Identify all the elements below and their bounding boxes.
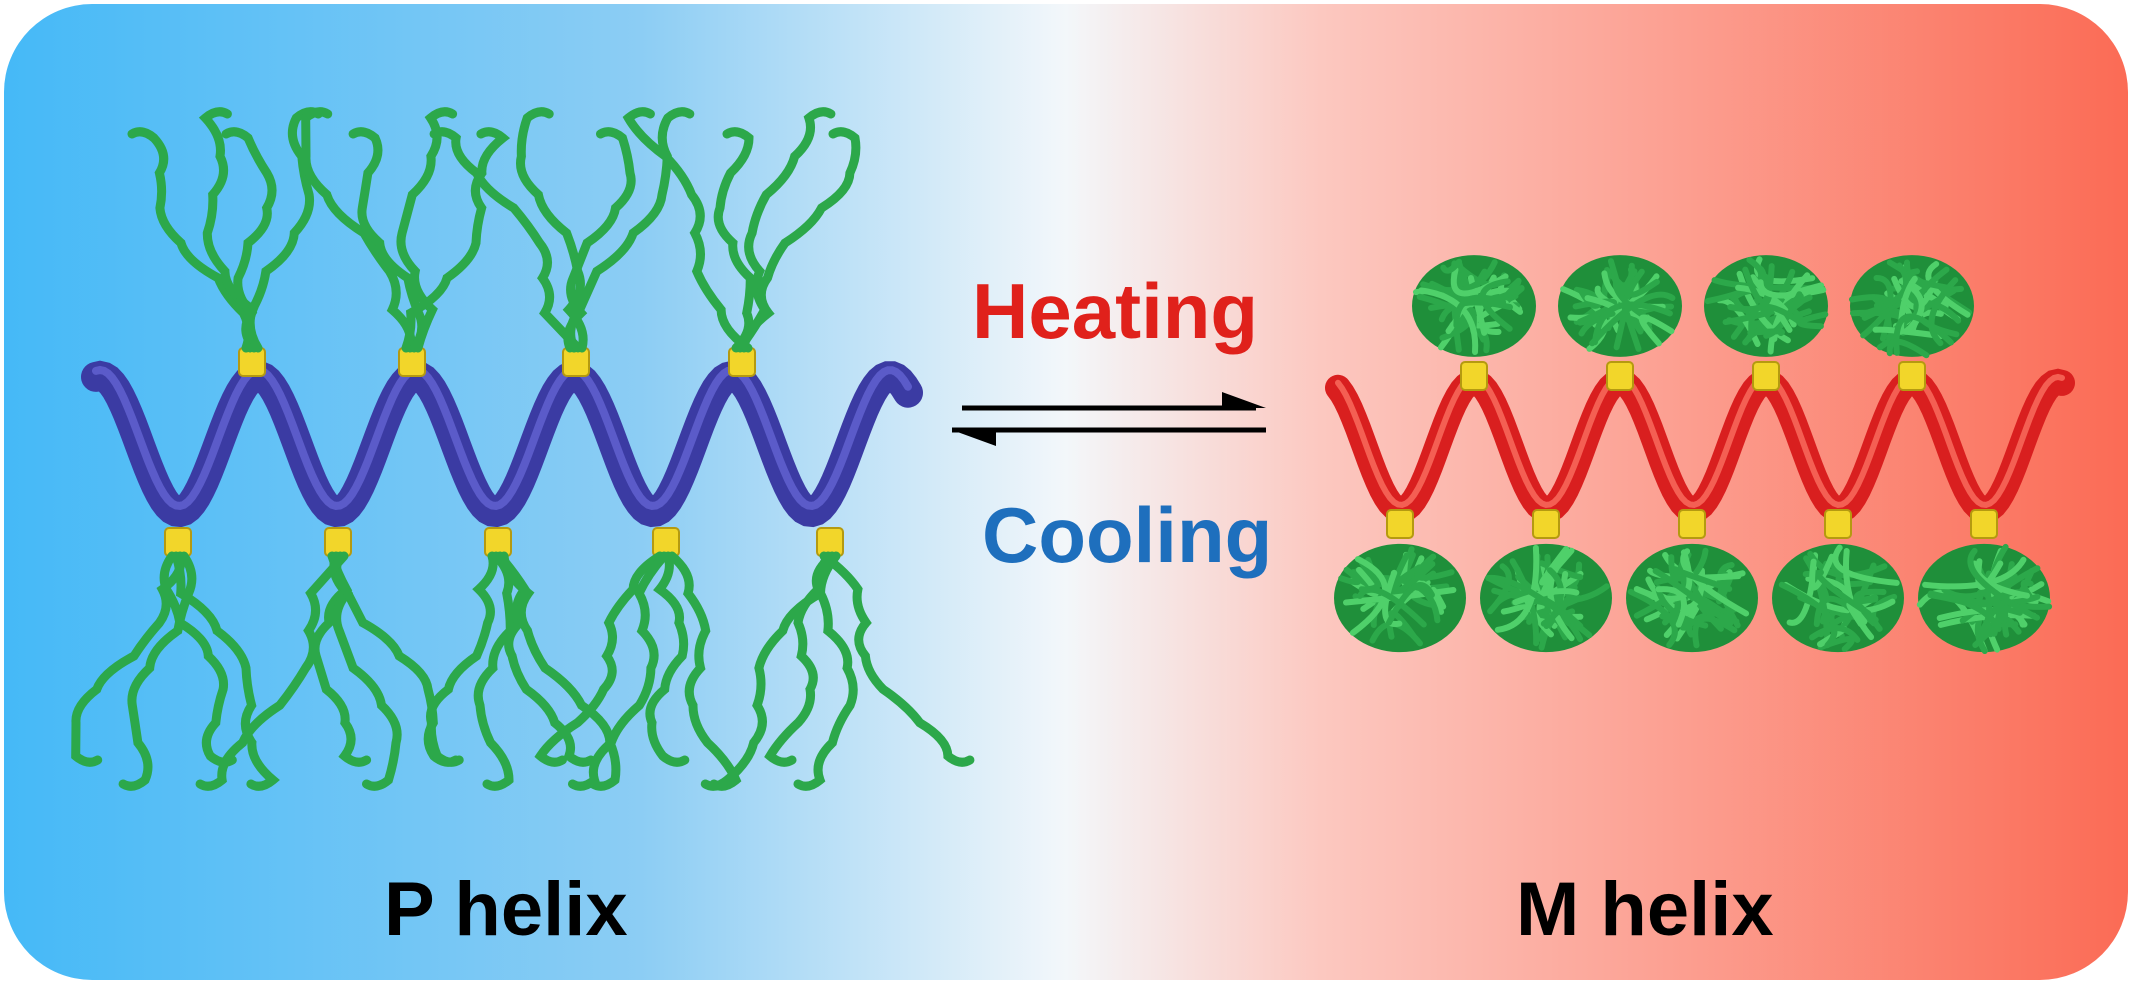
coil-strand [1846,601,1868,627]
side-chain-strand [819,551,975,767]
side-chain-strand [118,551,197,791]
coil-strand [1382,569,1403,628]
linker-block [398,347,426,377]
coil-strand [1638,314,1675,347]
coil-strand [1778,581,1838,649]
side-chain-strand [622,107,753,353]
coil-strand [1338,566,1362,586]
linker-block [484,527,512,557]
coil-strand [1859,262,1910,318]
side-chain-strand [764,551,837,767]
coil-strand [1757,279,1796,299]
m-helix-structure [1325,255,2075,654]
linker-block [1898,361,1926,391]
coil-strand [1927,590,2041,607]
m-helix-label: M helix [1516,867,1774,952]
coil-strand [1440,258,1463,274]
side-chain-strand [195,551,349,791]
cooling-label: Cooling [982,491,1273,579]
side-chain-strand [499,551,621,791]
side-chain-strand [568,551,669,791]
coil-strand [1893,313,1954,356]
side-chain-strand [429,127,583,353]
side-chain-strand [426,551,498,767]
side-chain-strand [127,127,254,353]
linker-block [1970,509,1998,539]
linker-block [1460,361,1488,391]
p-helix-highlight [92,365,912,510]
m-helix-highlight [1335,373,2065,508]
coil-strand [1670,566,1733,592]
side-chain-strand [71,551,186,767]
coil-strand [1453,294,1507,329]
p-helix-label: P helix [384,867,628,952]
coil-strand [1584,295,1622,331]
side-chain-strand [566,107,695,353]
coil-strand [1414,553,1455,581]
side-chain-strand [245,107,323,353]
coil-strand [1832,544,1900,586]
linker-block [1606,361,1634,391]
coil-strand [1992,605,2023,626]
side-chain-strand [396,107,458,353]
coil-strand [1543,567,1564,629]
p-helix-structure [71,107,975,791]
coil-strand [1692,615,1738,649]
linker-block [164,527,192,557]
linker-block [652,527,680,557]
coil-strand [1612,279,1649,320]
side-chain-strand [645,551,690,767]
coil-strand [1589,291,1676,347]
coil-strand [1742,263,1775,305]
coil-strand [1750,274,1793,333]
linker-block [562,347,590,377]
side-chain-strand [534,551,665,767]
coil-strand [1803,555,1831,648]
coil-strand [1512,588,1580,606]
diagram-canvas [4,4,2128,980]
reverse-arrow-head [952,430,996,446]
linker-block [1752,361,1780,391]
side-chain-strand [739,127,861,353]
coil-strand [1652,568,1734,627]
equilibrium-arrows [952,392,1266,446]
linker-block [816,527,844,557]
coil-strand [1627,268,1660,298]
side-chain-strand [713,127,755,353]
coil-strand [1971,560,2030,599]
side-chain-strand [473,551,515,791]
coil-strand [1485,574,1593,639]
coil-strand [1655,584,1709,629]
side-chain-strand [516,107,588,353]
forward-arrow-head [1222,392,1266,408]
linker-block [1678,509,1706,539]
side-chain-strand [348,127,427,353]
linker-block [238,347,266,377]
coil-strand [1386,582,1435,626]
linker-block [728,347,756,377]
coil-strand [1967,547,2040,621]
coil-strand [1592,301,1673,346]
linker-block [1532,509,1560,539]
coil-strand [1809,625,1861,643]
coil-strand [1903,268,1952,291]
coil-strand [1748,303,1802,338]
coil-strand [1420,259,1498,294]
coil-strand [1816,569,1872,617]
diagram-panel: Heating Cooling P helix M helix [4,4,2128,980]
heating-label: Heating [972,267,1259,355]
coil-strand [1356,586,1427,628]
coil-strand [1572,298,1618,325]
coil-strand [1418,287,1479,355]
coil-strand [1722,294,1813,326]
coil-strand [1655,586,1688,628]
linker-block [1824,509,1852,539]
side-chain-strand [793,551,858,791]
linker-block [324,527,352,557]
coil-strand [1809,553,1835,591]
linker-block [1386,509,1414,539]
side-chain-strand [301,107,416,353]
coil-strand [1494,544,1540,633]
